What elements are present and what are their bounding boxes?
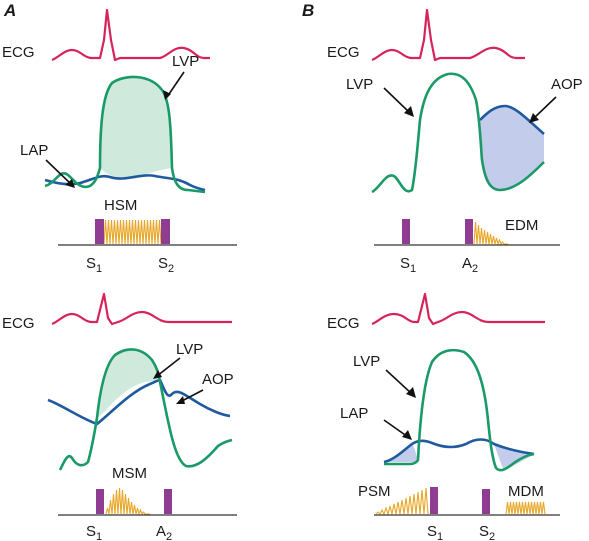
edm-murmur-waveform [473, 221, 508, 246]
lvp-arrow-icon [163, 90, 171, 100]
s1-label: S1 [400, 255, 416, 275]
ecg-trace [371, 8, 525, 62]
murmur-label-msm: MSM [112, 465, 147, 482]
subpanel-a-bottom: ECG LVP AOP MSM S1 A2 [2, 292, 237, 541]
lvp-arrow-icon [404, 106, 414, 117]
subpanel-a-top: ECG LVP LAP HSM S1 S2 [2, 8, 237, 275]
a2-label: A2 [462, 255, 478, 275]
aop-shaded-area [480, 106, 544, 190]
s1-sound-bar [95, 219, 104, 244]
psm-murmur-waveform [375, 487, 429, 516]
lvp-trace [384, 348, 535, 472]
aop-arrow-icon [176, 396, 185, 404]
s1-sound-bar [430, 487, 438, 514]
ecg-label: ECG [327, 315, 360, 332]
s2-sound-bar [482, 489, 490, 514]
s2-sound-bar [161, 219, 170, 244]
lap-label: LAP [20, 142, 48, 159]
lap-label: LAP [340, 405, 368, 422]
murmur-label-mdm: MDM [508, 483, 544, 500]
lvp-label: LVP [172, 53, 199, 70]
lap-arrow-icon [65, 179, 75, 188]
panel-letter-b: B [302, 1, 314, 20]
lvp-label: LVP [176, 341, 203, 358]
lap-trace [383, 438, 535, 464]
lvp-shaded-area [100, 76, 172, 178]
lvp-label: LVP [346, 76, 373, 93]
a2-sound-bar [164, 489, 172, 514]
s1-sound-bar [96, 489, 104, 514]
mdm-murmur-waveform [505, 501, 546, 515]
lvp-trace [371, 72, 545, 194]
s1-sound-bar [402, 219, 410, 244]
s1-label: S1 [427, 523, 443, 541]
a2-label: A2 [156, 523, 172, 541]
s2-label: S2 [158, 255, 174, 275]
ecg-trace [371, 292, 545, 326]
lvp-arrow-icon [153, 370, 162, 379]
ecg-label: ECG [2, 315, 35, 332]
subpanel-b-top: ECG LVP AOP EDM S1 A2 [327, 8, 583, 275]
ecg-trace [51, 8, 210, 62]
lvp-arrow-icon [406, 387, 416, 398]
aop-arrow-icon [529, 113, 539, 123]
hsm-murmur-waveform [103, 219, 162, 245]
murmur-label-psm: PSM [358, 483, 391, 500]
s2-label: S2 [479, 523, 495, 541]
ecg-label: ECG [2, 44, 35, 61]
murmur-label-hsm: HSM [104, 197, 137, 214]
lvp-trace [58, 348, 233, 471]
a2-sound-bar [465, 219, 473, 244]
s1-label: S1 [86, 255, 102, 275]
ecg-trace [51, 292, 232, 326]
s1-label: S1 [86, 523, 102, 541]
aop-label: AOP [202, 371, 234, 388]
lap-right-shaded-area [494, 444, 534, 470]
subpanel-b-bottom: ECG LVP LAP PSM MDM S1 S2 [327, 292, 560, 541]
murmur-label-edm: EDM [505, 217, 538, 234]
lvp-label: LVP [353, 353, 380, 370]
ecg-label: ECG [327, 44, 360, 61]
lap-arrow-icon [402, 430, 412, 440]
panel-letter-a: A [3, 1, 16, 20]
lvp-shaded-area [97, 349, 160, 418]
msm-murmur-waveform [105, 487, 150, 516]
aop-label: AOP [551, 76, 583, 93]
lvp-trace [44, 75, 206, 194]
